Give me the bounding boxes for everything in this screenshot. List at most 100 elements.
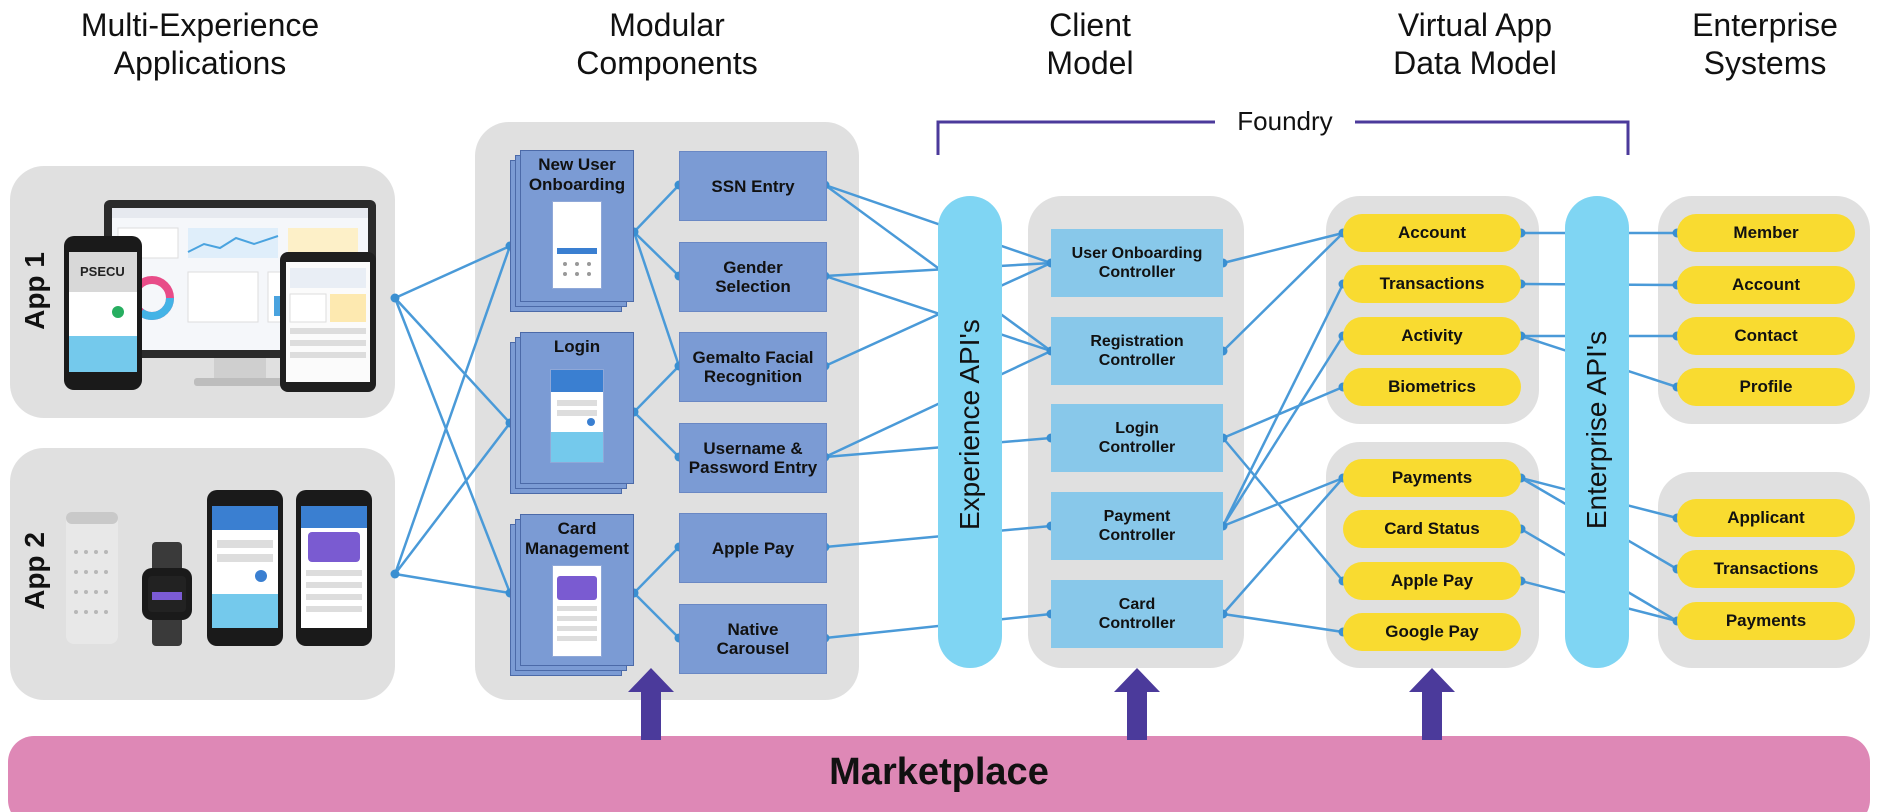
component-label-line: Selection xyxy=(715,277,791,296)
data-card-status[interactable]: Card Status xyxy=(1343,510,1521,548)
controller-label-line: Controller xyxy=(1098,264,1176,281)
controller-label-line: Controller xyxy=(1098,615,1176,632)
header-modular-components: Modular Components xyxy=(547,6,787,82)
experience-api-bar xyxy=(938,196,1002,668)
module-group-title-line: Card xyxy=(557,519,597,538)
module-group-title-line: Onboarding xyxy=(528,175,626,194)
header-line: Enterprise xyxy=(1692,7,1838,43)
data-transactions[interactable]: Transactions xyxy=(1343,265,1521,303)
data-account[interactable]: Account xyxy=(1343,214,1521,252)
up-arrow-icon xyxy=(1114,668,1160,740)
enterprise-transactions[interactable]: Transactions xyxy=(1677,550,1855,588)
header-enterprise-systems: Enterprise Systems xyxy=(1660,6,1870,82)
component-label-line: Gender xyxy=(723,258,783,277)
screen-thumbnail-image xyxy=(550,369,604,463)
module-group-title: Card Management xyxy=(525,519,629,559)
module-group-title: Login xyxy=(554,337,600,357)
module-group-title-line: Login xyxy=(553,337,601,356)
component-label-line: Carousel xyxy=(716,639,790,658)
module-group-login[interactable]: Login xyxy=(510,332,634,494)
header-client-model: Client Model xyxy=(1000,6,1180,82)
up-arrow-icon xyxy=(628,668,674,740)
controller-label-line: Login xyxy=(1115,420,1159,437)
module-group-title-line: New User xyxy=(538,155,616,174)
component-ssn-entry[interactable]: SSN Entry xyxy=(679,151,827,221)
enterprise-payments[interactable]: Payments xyxy=(1677,602,1855,640)
controller-label-line: User Onboarding xyxy=(1071,245,1203,262)
stack-sheet-top: Card Management xyxy=(520,514,634,666)
stack-sheet-top: Login xyxy=(520,332,634,484)
component-label-line: SSN Entry xyxy=(711,176,795,196)
module-group-onboarding[interactable]: New User Onboarding xyxy=(510,150,634,312)
smart-speaker-image xyxy=(66,512,118,644)
module-group-card-management[interactable]: Card Management xyxy=(510,514,634,676)
enterprise-member[interactable]: Member xyxy=(1677,214,1855,252)
data-activity[interactable]: Activity xyxy=(1343,317,1521,355)
enterprise-api-bar xyxy=(1565,196,1629,668)
header-line: Components xyxy=(576,45,758,81)
data-biometrics[interactable]: Biometrics xyxy=(1343,368,1521,406)
enterprise-applicant[interactable]: Applicant xyxy=(1677,499,1855,537)
marketplace-bar xyxy=(8,736,1870,812)
component-apple-pay[interactable]: Apple Pay xyxy=(679,513,827,583)
smartphone-3-image xyxy=(296,490,372,646)
app2-label: App 2 xyxy=(19,532,50,610)
smartphone-image: PSECU xyxy=(64,236,142,390)
header-line: Virtual App xyxy=(1397,7,1553,43)
component-label-line: Apple Pay xyxy=(711,538,795,558)
component-label-line: Username & xyxy=(703,439,803,458)
enterprise-contact[interactable]: Contact xyxy=(1677,317,1855,355)
data-payments[interactable]: Payments xyxy=(1343,459,1521,497)
header-virtual-app-data-model: Virtual App Data Model xyxy=(1355,6,1595,82)
enterprise-profile[interactable]: Profile xyxy=(1677,368,1855,406)
experience-api-label: Experience API's xyxy=(954,319,985,530)
screen-thumbnail-image xyxy=(552,201,602,289)
controller-label-line: Card xyxy=(1118,596,1156,613)
up-arrow-icon xyxy=(1409,668,1455,740)
header-multi-experience: Multi-Experience Applications xyxy=(40,6,360,82)
tablet-image xyxy=(280,252,376,392)
stack-sheet-top: New User Onboarding xyxy=(520,150,634,302)
marketplace-label: Marketplace xyxy=(829,751,1049,793)
header-line: Modular xyxy=(609,7,725,43)
data-apple-pay[interactable]: Apple Pay xyxy=(1343,562,1521,600)
component-label-line: Password Entry xyxy=(688,458,818,477)
controller-label-line: Controller xyxy=(1098,352,1176,369)
header-line: Applications xyxy=(113,45,287,81)
app1-label: App 1 xyxy=(19,252,50,330)
controller-label-line: Controller xyxy=(1098,527,1176,544)
data-google-pay[interactable]: Google Pay xyxy=(1343,613,1521,651)
component-label: Username &Password Entry xyxy=(689,439,818,477)
component-label: SSN Entry xyxy=(711,177,794,196)
controller-label-line: Controller xyxy=(1098,439,1176,456)
enterprise-api-label: Enterprise API's xyxy=(1581,330,1612,530)
header-line: Client xyxy=(1049,7,1131,43)
enterprise-account[interactable]: Account xyxy=(1677,266,1855,304)
foundry-label: Foundry xyxy=(1215,106,1355,137)
screen-thumbnail-image xyxy=(552,565,602,657)
component-username-password-entry[interactable]: Username &Password Entry xyxy=(679,423,827,493)
header-line: Multi-Experience xyxy=(80,7,320,43)
component-label-line: Native xyxy=(727,620,779,639)
header-line: Data Model xyxy=(1393,45,1557,81)
module-group-title: New User Onboarding xyxy=(529,155,625,195)
controller-label-line: Payment xyxy=(1103,508,1171,525)
smartwatch-image xyxy=(142,542,192,646)
header-line: Systems xyxy=(1703,45,1827,81)
